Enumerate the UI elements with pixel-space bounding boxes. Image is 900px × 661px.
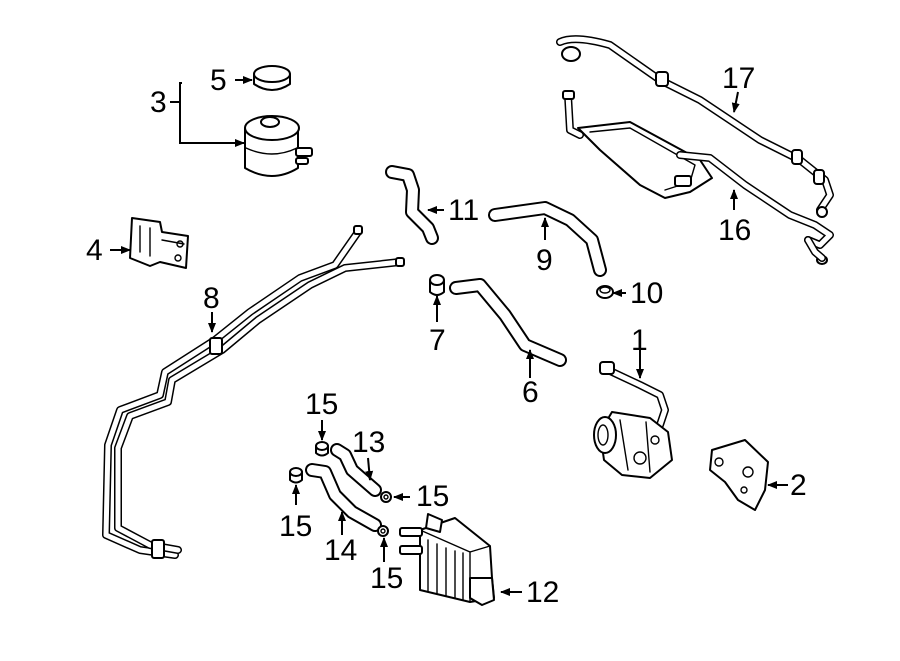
part-4-bracket [129, 217, 189, 269]
callout-9: 9 [536, 244, 553, 277]
part-6-suction-hose [449, 278, 567, 367]
callout-15-bottom: 15 [370, 562, 403, 595]
part-5-reservoir-cap [253, 65, 291, 91]
callout-5: 5 [210, 64, 227, 97]
callout-8: 8 [203, 282, 220, 315]
part-15-clamp-b [289, 467, 303, 484]
callout-1: 1 [631, 324, 648, 357]
callout-3: 3 [150, 86, 167, 119]
leader-lines [110, 76, 788, 596]
part-2-pump-bracket [709, 439, 769, 511]
callout-12: 12 [526, 576, 559, 609]
callout-6: 6 [522, 376, 539, 409]
part-15-clamp-c [380, 491, 392, 503]
callout-16: 16 [718, 214, 751, 247]
part-11-hose [385, 165, 439, 245]
part-13-hose [330, 443, 382, 497]
callout-14: 14 [324, 534, 357, 567]
part-12-oil-cooler [399, 513, 495, 606]
callout-2: 2 [790, 469, 807, 502]
callout-7: 7 [429, 324, 446, 357]
callout-10: 10 [630, 277, 663, 310]
part-15-clamp-d [377, 525, 389, 537]
part-3-reservoir [244, 115, 313, 177]
callout-15-top: 15 [305, 388, 338, 421]
callout-17: 17 [722, 62, 755, 95]
part-14-hose [305, 463, 382, 532]
part-15-clamp-a [315, 441, 329, 457]
part-9-hose [488, 201, 607, 277]
part-7-grommet [429, 274, 445, 296]
callout-11: 11 [448, 194, 479, 227]
part-1-power-steering-pump [593, 361, 673, 479]
callout-4: 4 [86, 234, 103, 267]
callout-15-right: 15 [416, 480, 449, 513]
part-10-clamp [596, 285, 614, 299]
part-16-return-line [562, 90, 834, 265]
callout-numbers: 1 2 3 4 5 6 7 8 9 10 11 12 13 14 15 15 1… [86, 62, 807, 609]
part-17-pressure-line [556, 35, 834, 218]
callout-13: 13 [352, 426, 385, 459]
part-8-return-tubes [102, 225, 405, 559]
callout-15-left: 15 [279, 510, 312, 543]
